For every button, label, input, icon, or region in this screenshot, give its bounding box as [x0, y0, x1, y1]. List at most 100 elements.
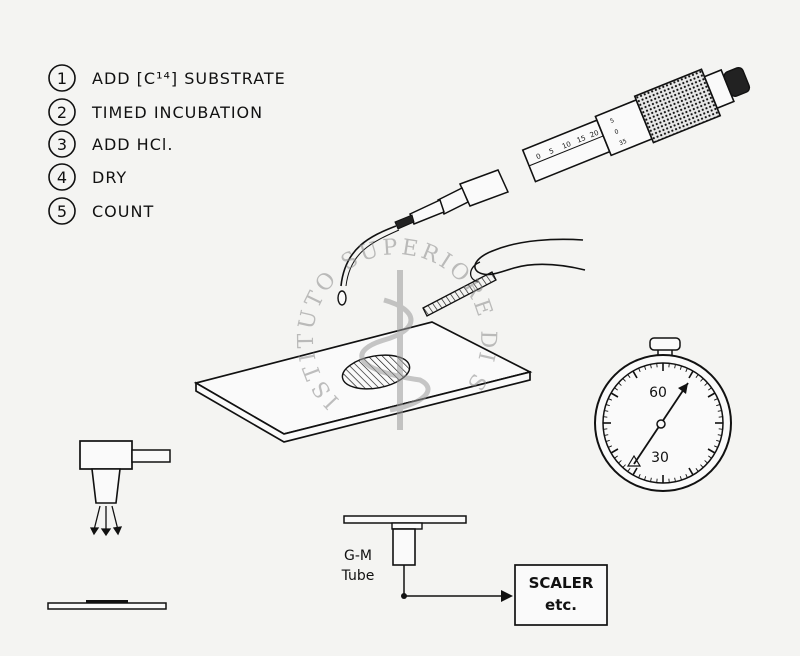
dial-tick	[608, 445, 613, 448]
dial-tick	[695, 468, 699, 472]
needle	[340, 225, 397, 287]
sleeve-tick-label: 0	[535, 152, 542, 161]
dial-tick	[638, 473, 641, 478]
planchet-side	[47, 602, 167, 610]
dial-tick	[695, 374, 699, 378]
dial-tick	[605, 404, 610, 407]
dial-tick	[618, 460, 622, 464]
dial-tick	[605, 439, 610, 442]
dial-tick	[685, 368, 688, 373]
crown-button	[649, 337, 681, 351]
dial-tick	[700, 464, 704, 468]
step-number-circle	[48, 163, 76, 191]
dial-tick	[604, 434, 609, 436]
step-number: 5	[57, 202, 67, 221]
step-item: 5 COUNT	[48, 197, 154, 225]
dial-tick	[685, 473, 688, 478]
step-label: COUNT	[92, 202, 154, 221]
wire-arrowhead	[501, 590, 513, 602]
step-number: 1	[57, 69, 67, 88]
step-number-circle	[48, 98, 76, 126]
planchet-edge	[195, 370, 531, 443]
dial-tick	[679, 365, 682, 370]
dial-tick	[708, 387, 712, 391]
file-tool	[422, 271, 497, 317]
dial-tick	[679, 476, 682, 481]
dial-tick	[650, 364, 652, 369]
dial-tick	[622, 378, 626, 382]
hand-hub	[656, 419, 666, 429]
step-item: 4 DRY	[48, 163, 127, 191]
dial-tick	[632, 370, 638, 379]
droplet	[337, 290, 347, 306]
dial-tick	[622, 464, 626, 468]
dial-tick	[716, 404, 721, 407]
airflow-arrows	[89, 505, 123, 537]
dial-tick	[700, 378, 704, 382]
step-number: 4	[57, 168, 67, 187]
step-number-circle	[48, 64, 76, 92]
counter-plate	[343, 515, 467, 524]
dial-tick	[644, 476, 647, 481]
dial-tick	[650, 477, 652, 482]
sample-layer	[86, 600, 128, 603]
dial-ticks	[603, 363, 723, 483]
dial-tick	[614, 387, 618, 391]
step-label: ADD [C¹⁴] SUBSTRATE	[92, 69, 286, 88]
wire-junction	[401, 593, 407, 599]
step-number: 2	[57, 103, 67, 122]
drying-lamp	[79, 440, 171, 537]
gm-label-line1: G-M	[344, 548, 372, 564]
dial-tick	[674, 477, 676, 482]
scaler-sublabel: etc.	[545, 596, 577, 614]
syringe-tip	[337, 169, 510, 306]
step-label: ADD HCl.	[92, 135, 173, 154]
thimble-tick-label: 5	[609, 117, 615, 125]
dial-tick	[604, 410, 609, 412]
gm-tube	[392, 528, 416, 566]
dial-label-top: 60	[649, 385, 667, 401]
dial-tick	[674, 364, 676, 369]
hand-with-file	[422, 238, 586, 317]
sleeve-tick-label: 15	[576, 134, 587, 145]
step-label: TIMED INCUBATION	[91, 103, 263, 122]
dial-tick	[627, 374, 631, 378]
hand-outline	[474, 238, 586, 276]
scaler-label: SCALER	[529, 574, 594, 592]
sleeve-scale: 0 5 10 15 20	[535, 129, 600, 161]
dial-tick	[644, 365, 647, 370]
dried-planchet	[47, 600, 167, 610]
dial-tick	[704, 460, 708, 464]
dial-tick	[707, 392, 716, 398]
dial-tick	[618, 382, 622, 386]
sleeve-tick-label: 20	[589, 129, 600, 140]
dial-tick	[713, 398, 718, 401]
dial-tick	[717, 410, 722, 412]
dial-tick	[610, 392, 619, 398]
stopwatch: 60 30	[594, 337, 732, 492]
steps-list: 1 ADD [C¹⁴] SUBSTRATE 2 TIMED INCUBATION…	[48, 64, 286, 225]
step-label: DRY	[92, 168, 127, 187]
dial-tick	[716, 439, 721, 442]
gm-label-line2: Tube	[341, 568, 375, 584]
lamp-nozzle	[91, 468, 121, 504]
dial-tick	[614, 455, 618, 459]
thimble-tick-label: 35	[618, 138, 628, 147]
dial-tick	[632, 467, 638, 476]
lamp-handle	[131, 449, 171, 463]
tube-collar	[391, 522, 423, 530]
sleeve-tick-label: 5	[548, 147, 555, 156]
scaler-box	[514, 564, 608, 626]
dial-tick	[688, 370, 694, 379]
step-item: 1 ADD [C¹⁴] SUBSTRATE	[48, 64, 286, 92]
dial-tick	[707, 448, 716, 454]
hand-arrowhead	[678, 383, 688, 394]
micrometer-syringe: 0 5 10 15 20 5 0 35	[521, 66, 751, 183]
sleeve-tick-label: 10	[561, 140, 572, 151]
step-number-circle	[48, 197, 76, 225]
ratchet-knob	[723, 66, 751, 97]
step-item: 3 ADD HCl.	[48, 130, 173, 158]
lamp-body	[79, 440, 133, 470]
